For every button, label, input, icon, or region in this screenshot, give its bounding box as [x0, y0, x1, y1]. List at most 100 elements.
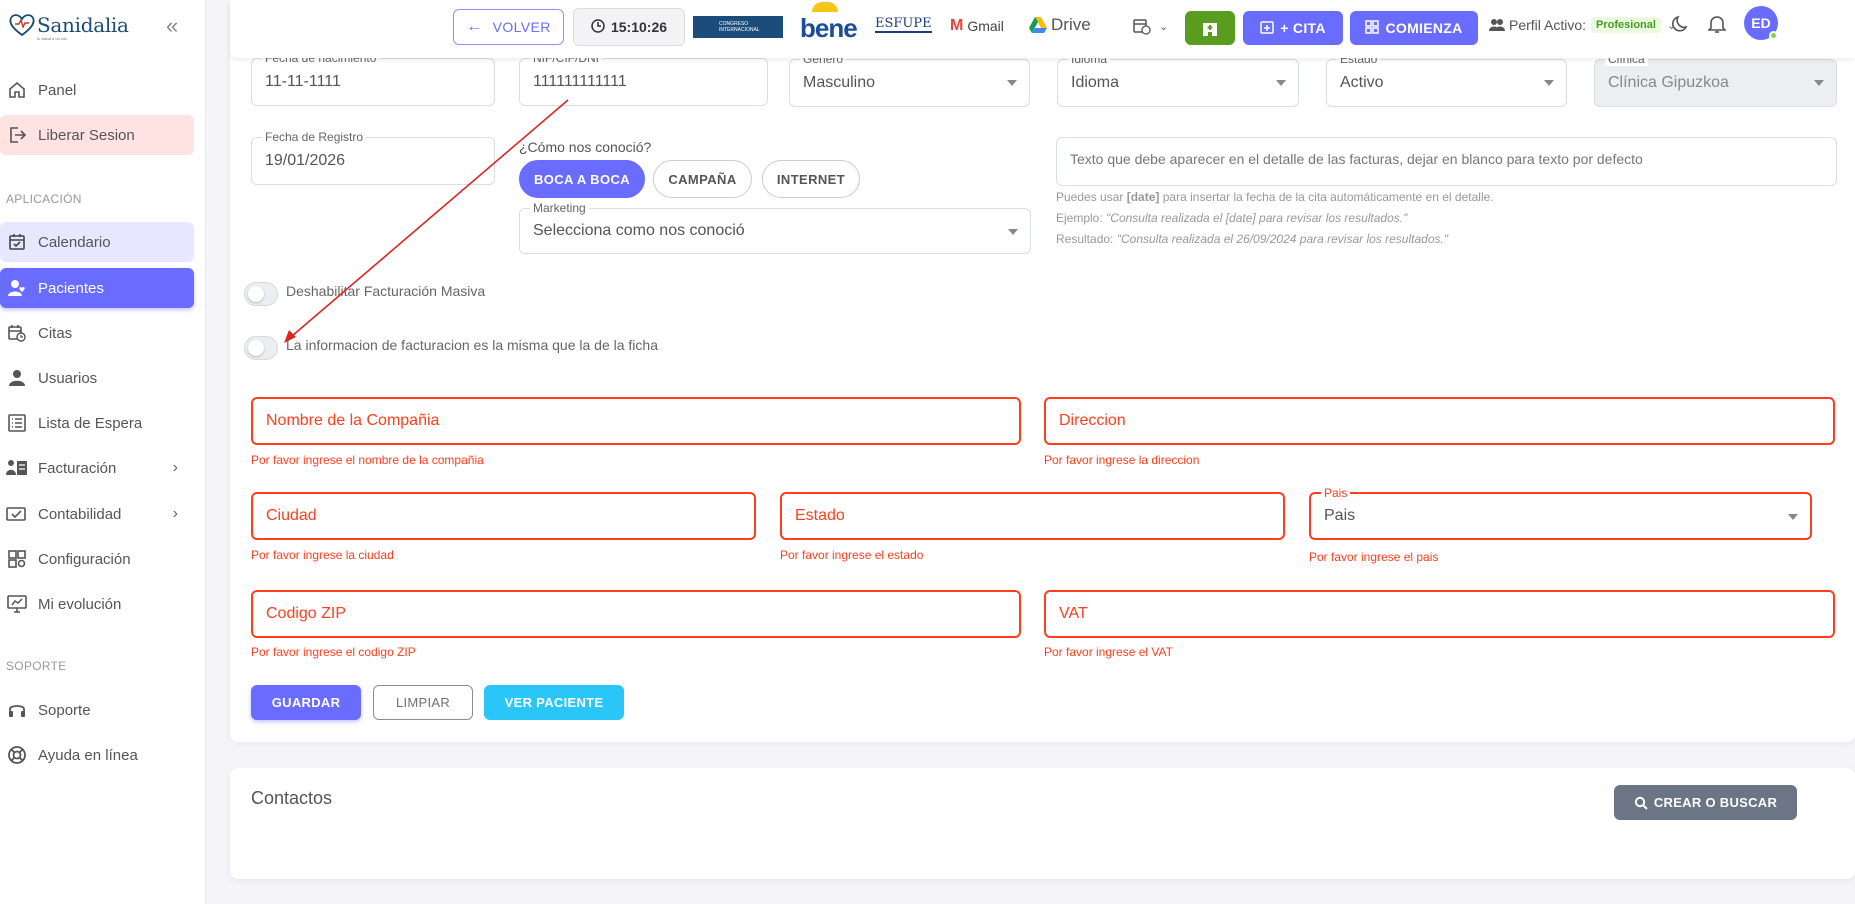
- birth-date-field[interactable]: Fecha de nacimiento 11-11-1111: [251, 51, 495, 106]
- city-placeholder: Ciudad: [266, 507, 317, 524]
- vat-input[interactable]: VAT: [1044, 590, 1835, 638]
- sidebar-item-panel[interactable]: Panel: [0, 70, 194, 110]
- registration-date-field[interactable]: Fecha de Registro 19/01/2026: [251, 130, 495, 185]
- profile-prefix: Perfil Activo:: [1509, 17, 1587, 33]
- bene-sun-icon: [812, 2, 838, 12]
- new-appointment-button[interactable]: + CITA: [1243, 11, 1343, 45]
- sidebar-item-pacientes[interactable]: Pacientes: [0, 268, 194, 308]
- city-input[interactable]: Ciudad: [251, 492, 756, 540]
- sidebar-item-soporte[interactable]: Soporte: [0, 690, 194, 730]
- drive-label: Drive: [1051, 15, 1091, 34]
- billing-icon: [6, 457, 28, 479]
- registration-date-value: 19/01/2026: [265, 152, 346, 169]
- language-select[interactable]: Idioma Idioma: [1057, 52, 1299, 107]
- region-input[interactable]: Estado: [780, 492, 1285, 540]
- arrow-left-icon: ←: [466, 18, 483, 35]
- zip-error: Por favor ingrese el codigo ZIP: [251, 645, 416, 659]
- sidebar-item-citas[interactable]: Citas: [0, 313, 194, 353]
- sidebar-item-ayuda[interactable]: Ayuda en línea: [0, 735, 194, 775]
- active-profile-dropdown[interactable]: Perfil Activo: Profesional ⌄: [1489, 17, 1676, 33]
- hint-token: [date]: [1126, 190, 1160, 204]
- patient-form-card: Fecha de nacimiento 11-11-1111 NIF/CIF/D…: [230, 0, 1855, 742]
- back-button[interactable]: ← VOLVER: [453, 9, 564, 45]
- address-input[interactable]: Direccion: [1044, 397, 1835, 445]
- caret-down-icon: [1008, 229, 1018, 235]
- collapse-sidebar-icon[interactable]: «: [166, 13, 179, 38]
- logo-text: Sanidalia: [37, 13, 129, 37]
- chevron-down-icon: ⌄: [1159, 20, 1169, 33]
- chevron-right-icon: ›: [172, 459, 178, 476]
- how-option-internet[interactable]: INTERNET: [762, 160, 860, 198]
- hospital-icon: [1203, 23, 1217, 36]
- view-patient-button[interactable]: VER PACIENTE: [484, 685, 624, 720]
- comienza-button[interactable]: COMIENZA: [1350, 11, 1478, 45]
- create-or-search-button[interactable]: CREAR O BUSCAR: [1614, 785, 1797, 820]
- hint-prefix: Puedes usar: [1056, 190, 1124, 204]
- back-label: VOLVER: [492, 19, 551, 35]
- clinic-value: Clínica Gipuzkoa: [1608, 74, 1729, 91]
- same-billing-info-toggle[interactable]: [244, 336, 278, 360]
- settings-grid-icon: [6, 548, 28, 570]
- mass-billing-toggle[interactable]: [244, 282, 278, 306]
- sidebar-item-mi-evolucion[interactable]: Mi evolución: [0, 584, 194, 624]
- section-title-app: APLICACIÓN: [6, 192, 82, 206]
- sidebar-item-contabilidad[interactable]: Contabilidad ›: [0, 494, 194, 534]
- caret-down-icon: [1007, 80, 1017, 86]
- headset-icon: [6, 699, 28, 721]
- how-option-campana[interactable]: CAMPAÑA: [653, 160, 752, 198]
- sidebar-item-calendario[interactable]: Calendario: [0, 222, 194, 262]
- hint-example: Ejemplo: "Consulta realizada el [date] p…: [1056, 211, 1407, 225]
- save-button[interactable]: GUARDAR: [251, 685, 361, 720]
- app-logo[interactable]: Sanidalia tu salud a un clic: [7, 13, 129, 41]
- language-value: Idioma: [1071, 74, 1120, 91]
- notifications-button[interactable]: [1707, 14, 1727, 39]
- heart-logo-icon: [9, 14, 35, 37]
- gender-select[interactable]: Género Masculino: [789, 52, 1030, 107]
- nif-field[interactable]: NIF/CIF/DNI 111111111111: [519, 51, 768, 106]
- same-billing-info-label: La informacion de facturacion es la mism…: [286, 337, 658, 353]
- esfupe-logo[interactable]: ESFUPE: [875, 16, 932, 33]
- clock-display: 15:10:26: [573, 8, 685, 46]
- sidebar-item-liberar-sesion[interactable]: Liberar Sesion: [0, 115, 194, 155]
- calendar-plus-icon: [1260, 20, 1274, 37]
- company-name-input[interactable]: Nombre de la Compañia: [251, 397, 1021, 445]
- bene-logo[interactable]: bene: [800, 2, 858, 43]
- sidebar-item-configuracion[interactable]: Configuración: [0, 539, 194, 579]
- sidebar-item-label: Citas: [38, 324, 73, 342]
- chevron-down-icon: ⌄: [1666, 19, 1677, 32]
- dark-mode-toggle[interactable]: [1671, 14, 1691, 39]
- sidebar-item-label: Liberar Sesion: [38, 126, 135, 144]
- clear-button[interactable]: LIMPIAR: [373, 685, 473, 720]
- monitor-chart-icon: [6, 593, 28, 615]
- sidebar-item-lista-espera[interactable]: Lista de Espera: [0, 403, 194, 443]
- hint-date-token: Puedes usar [date] para insertar la fech…: [1056, 190, 1494, 204]
- patient-icon: [6, 277, 28, 299]
- birth-date-value: 11-11-1111: [265, 73, 341, 90]
- user-avatar[interactable]: ED: [1744, 6, 1778, 40]
- clinic-button[interactable]: [1185, 11, 1235, 45]
- section-title-support: SOPORTE: [6, 659, 67, 673]
- drive-link[interactable]: Drive: [1028, 15, 1091, 35]
- state-select[interactable]: Estado Activo: [1326, 52, 1567, 107]
- country-select[interactable]: Pais Pais: [1309, 486, 1812, 540]
- dashboard-icon: [1365, 19, 1380, 37]
- users-icon: [1489, 19, 1505, 31]
- marketing-select[interactable]: Marketing Selecciona como nos conoció: [519, 201, 1031, 254]
- gmail-link[interactable]: M Gmail: [950, 17, 1004, 35]
- how-option-boca-a-boca[interactable]: BOCA A BOCA: [519, 160, 645, 198]
- caret-down-icon: [1544, 80, 1554, 86]
- country-value: Pais: [1324, 507, 1356, 524]
- chevron-right-icon: ›: [172, 505, 178, 522]
- sidebar-item-usuarios[interactable]: Usuarios: [0, 358, 194, 398]
- sidebar-item-label: Pacientes: [38, 279, 104, 297]
- sidebar-item-facturacion[interactable]: Facturación ›: [0, 448, 194, 488]
- zip-input[interactable]: Codigo ZIP: [251, 590, 1021, 638]
- calendar-dropdown[interactable]: ⌄: [1133, 17, 1168, 35]
- invoice-detail-textarea[interactable]: Texto que debe aparecer en el detalle de…: [1056, 137, 1837, 186]
- create-or-search-label: CREAR O BUSCAR: [1653, 795, 1778, 810]
- congreso-logo[interactable]: CONGRESO INTERNACIONAL: [693, 16, 783, 38]
- marketing-label: Marketing: [530, 201, 589, 215]
- zip-placeholder: Codigo ZIP: [266, 605, 347, 622]
- topbar: ← VOLVER 15:10:26 CONGRESO INTERNACIONAL…: [230, 0, 1855, 58]
- sidebar-item-label: Contabilidad: [38, 505, 122, 523]
